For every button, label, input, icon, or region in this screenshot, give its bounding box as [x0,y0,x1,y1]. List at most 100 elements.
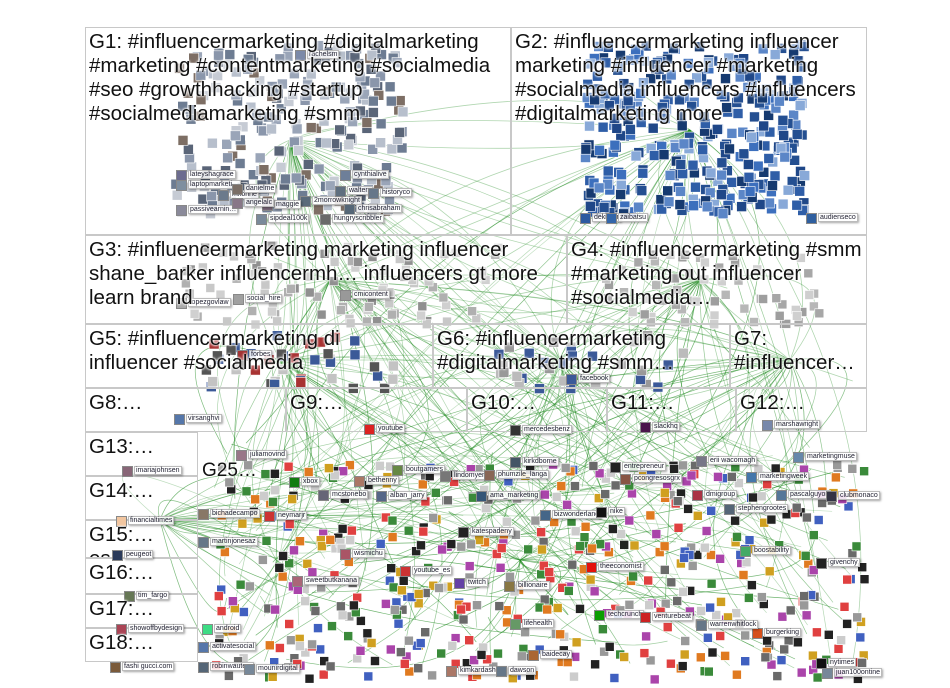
node-tile [287,494,298,504]
node-52[interactable]: katespadeny [458,527,514,538]
node-51[interactable]: wismichu [340,549,385,560]
node-tile [225,344,237,356]
node-30[interactable]: juliamovind [236,450,288,461]
node-16[interactable]: zaibatsu [606,213,649,224]
node-19[interactable]: lopezgovlaw [176,298,231,309]
node-48[interactable]: clubmonaco [826,491,880,502]
node-46[interactable]: pcongresosgrx [620,474,682,485]
node-64[interactable]: android [202,624,242,635]
edge [519,551,580,614]
node-17[interactable]: audienseco [806,213,858,224]
node-79[interactable]: nytimes [816,658,857,669]
node-22[interactable]: facebook [566,374,611,385]
edge [159,495,484,531]
node-tile [610,480,621,491]
node-tile [330,81,342,93]
group-label: G5: #influencermarketing di influencer #… [89,327,340,374]
node-12[interactable]: historyco [368,188,413,199]
node-66[interactable]: twitch [454,578,488,589]
node-73[interactable]: fashi gucci.com [110,662,175,673]
node-59[interactable]: sweetbutkanana [292,576,359,587]
node-tile [589,94,601,106]
node-28[interactable]: marketingmuse [793,452,857,463]
node-40[interactable]: financialtimes [116,516,175,527]
node-14[interactable]: angelalc [232,198,275,209]
node-tile [703,666,714,677]
node-72[interactable]: warrenwhitlock [696,620,759,631]
node-26[interactable]: slackhq [640,422,680,433]
node-43[interactable]: mcstonebo [318,490,369,501]
node-tile [326,373,338,384]
node-78[interactable]: baidecay [528,650,573,661]
node-38[interactable]: erii wacomagh [696,456,758,467]
node-68[interactable]: lifehealth [510,619,555,630]
node-71[interactable]: burgerking [752,628,802,639]
node-tile [217,462,227,472]
node-77[interactable]: dawson [496,666,537,677]
node-9[interactable]: hungryscribbler [320,214,384,225]
node-65[interactable]: activatesocial [198,642,257,653]
node-31[interactable]: xbox [289,477,320,488]
node-label: techcrunch [606,610,645,619]
node-75[interactable]: mounirdigital [244,664,300,675]
node-tile [575,541,586,551]
node-56[interactable]: peugeot [112,550,154,561]
node-6[interactable]: danielme [232,184,277,195]
node-80[interactable]: juan100ontine [822,668,882,679]
node-76[interactable]: kimkardashian [446,666,508,677]
node-24[interactable]: youtube [364,424,405,435]
node-tile [630,150,642,162]
node-1[interactable]: cynthialive [340,170,389,181]
node-55[interactable]: stephengrootes [724,504,789,515]
node-45[interactable]: ama_marketing [476,491,541,502]
node-53[interactable]: bizwonderland [540,510,602,521]
edge [329,279,634,558]
avatar-icon [484,470,495,481]
node-35[interactable]: phumzile_langa [484,470,550,481]
edge [159,481,685,521]
node-10[interactable]: sipdeal100k [256,214,310,225]
node-20[interactable]: social_hire [233,294,283,305]
node-32[interactable]: bethenny [354,476,399,487]
node-18[interactable]: cmicontent [340,290,390,301]
node-70[interactable]: venturebeat [640,612,693,623]
node-42[interactable]: neymarjr [264,511,308,522]
node-tile [609,139,621,151]
edge [233,139,291,499]
node-tile [672,496,683,507]
node-74[interactable]: robinwauters [198,662,255,673]
node-44[interactable]: alban_jarry [376,491,427,502]
node-tile [303,467,314,477]
node-tile [794,100,806,111]
node-60[interactable]: theeconomist [586,562,644,573]
node-27[interactable]: marshawright [762,420,821,431]
node-36[interactable]: kirkdborne [510,457,559,468]
node-41[interactable]: bichadecampo [198,509,260,520]
node-29[interactable]: imariajohnsen [122,466,182,477]
node-37[interactable]: entrepreneur [610,462,667,473]
node-tile [343,631,354,641]
node-67[interactable]: billionaire [504,581,550,592]
node-0[interactable]: rachelsm [295,50,340,61]
edge [247,139,306,476]
node-49[interactable]: dmigroup [692,490,738,501]
node-tile [738,148,750,160]
node-33[interactable]: boutgamers [392,465,445,476]
node-tile [195,70,207,81]
node-23[interactable]: virsanghvi [174,414,222,425]
node-62[interactable]: givenchy [816,558,860,569]
node-50[interactable]: martinjonesaz [198,537,258,548]
node-63[interactable]: showoffbydesign [116,624,185,635]
edge [542,359,791,497]
node-58[interactable]: youtube_es [400,566,453,577]
node-21[interactable]: forbes [237,350,273,361]
node-47[interactable]: pascalguyon [776,490,832,501]
node-69[interactable]: techcrunch [594,610,645,621]
node-61[interactable]: boostability [740,546,792,557]
node-25[interactable]: mercedesbenz [510,425,572,436]
node-57[interactable]: tim_fargo [124,591,170,602]
node-tile [317,541,327,552]
node-5[interactable]: passivearnin… [176,205,239,216]
node-54[interactable]: nike [596,507,625,518]
node-39[interactable]: marketingweek [746,472,810,483]
